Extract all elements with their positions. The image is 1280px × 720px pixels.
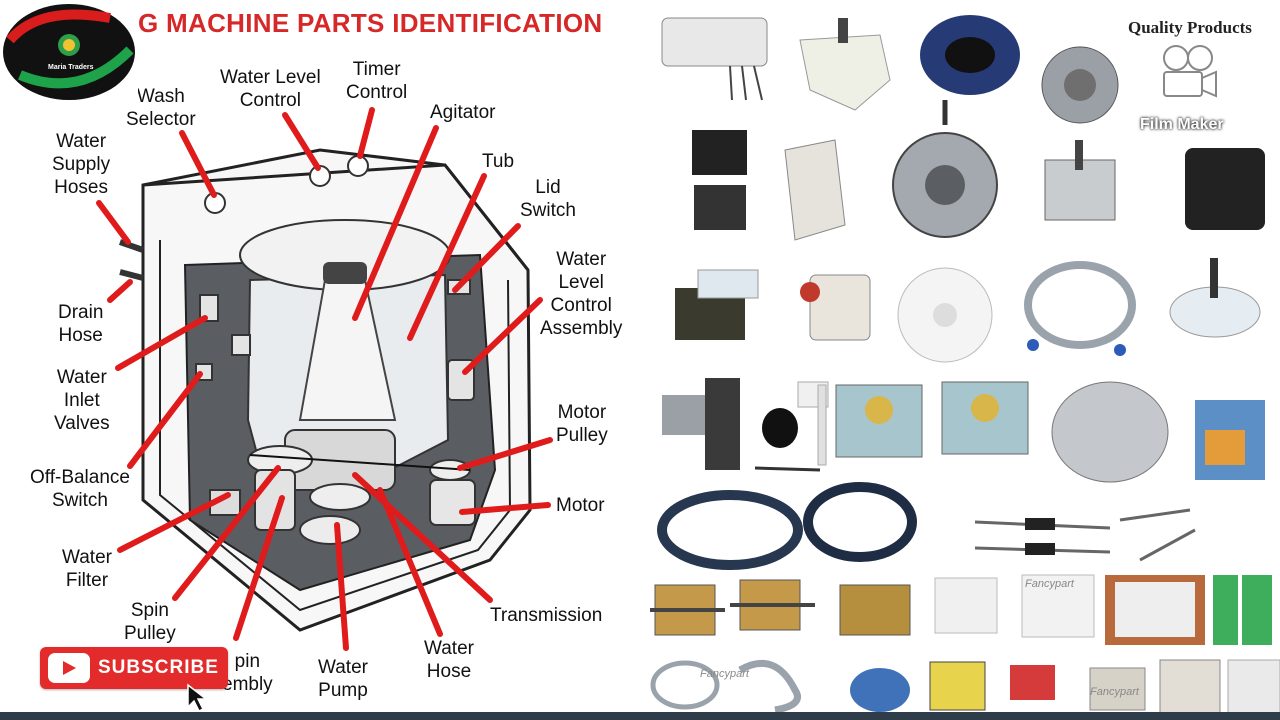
part-timer-yellow xyxy=(929,661,986,711)
part-drain-motor xyxy=(1185,148,1265,230)
part-pressure-sensor xyxy=(850,668,910,712)
washing-machine-illustration xyxy=(96,107,553,651)
part-pulsator-white xyxy=(897,267,993,363)
part-drain-hose-coil xyxy=(1024,261,1136,356)
part-filter-bag-3 xyxy=(1105,575,1205,645)
parts-photo-collage xyxy=(650,15,1280,716)
watermark-fancypart-2: Fancypart xyxy=(700,668,749,680)
part-inlet-valve xyxy=(800,274,871,341)
part-motor-large xyxy=(892,100,998,238)
control-knobs xyxy=(204,155,369,214)
bottom-strip xyxy=(0,712,1280,720)
cursor-icon xyxy=(187,683,209,713)
watermark-fancypart: Fancypart xyxy=(1025,578,1074,590)
part-drain-hose-small xyxy=(738,659,801,714)
part-seal-black xyxy=(754,408,821,472)
part-cable-coil-1 xyxy=(657,490,803,570)
part-gear-unit-2 xyxy=(730,579,815,631)
label-agitator: Agitator xyxy=(430,102,496,123)
part-capacitor xyxy=(1051,381,1169,483)
part-magnetron-2 xyxy=(941,381,1029,455)
label-tub: Tub xyxy=(482,151,515,172)
part-filter-bag-1 xyxy=(934,577,998,634)
part-lid-switch xyxy=(784,139,846,241)
channel-logo: Maria Traders xyxy=(0,0,138,104)
logo-emblem xyxy=(3,4,135,100)
part-thermostat xyxy=(1195,400,1265,480)
part-diodes xyxy=(974,508,1196,562)
part-pulsator-ring xyxy=(920,15,1020,95)
film-maker-watermark: Film Maker xyxy=(1140,116,1224,133)
diagram-title: G MACHINE PARTS IDENTIFICATION xyxy=(138,8,603,38)
agitator-cap xyxy=(323,262,367,284)
part-relay xyxy=(1010,665,1055,700)
part-solenoid xyxy=(1089,667,1146,711)
part-filter-green xyxy=(1213,575,1272,645)
subscribe-label: SUBSCRIBE xyxy=(98,657,219,678)
logo-text: Maria Traders xyxy=(48,64,94,71)
supply-hoses xyxy=(119,239,144,281)
part-photo-edge xyxy=(1227,659,1280,716)
part-magnetron-1 xyxy=(835,384,923,458)
youtube-play-icon xyxy=(48,653,90,683)
parts-photo-panel: Fancypart Fancypart Fancypart xyxy=(650,0,1280,720)
part-filter-bag-2 xyxy=(1021,574,1095,638)
watermark-fancypart-3: Fancypart xyxy=(1090,686,1139,698)
leader-lines xyxy=(96,107,553,651)
part-drain-valve xyxy=(662,378,740,470)
label-transmission: Transmission xyxy=(490,605,603,626)
part-control-board xyxy=(675,269,759,340)
part-motor-small xyxy=(1041,46,1119,124)
part-hose-coil-small xyxy=(650,660,720,710)
part-switch-black xyxy=(692,130,747,230)
part-timer-switch xyxy=(661,17,768,101)
part-gear-unit-1 xyxy=(650,584,725,636)
part-gearbox-clear xyxy=(1169,258,1261,338)
quality-products-text: Quality Products xyxy=(1128,18,1252,37)
subscribe-button[interactable]: SUBSCRIBE xyxy=(40,647,228,689)
camera-icon xyxy=(1163,45,1217,98)
part-valve-small xyxy=(1159,659,1221,716)
label-motor: Motor xyxy=(556,495,605,516)
part-spring-set xyxy=(797,381,829,466)
part-cable-coil-2 xyxy=(803,482,917,562)
part-motor-bracket xyxy=(839,584,911,636)
part-clutch-assembly xyxy=(1044,140,1116,221)
part-gearbox-white xyxy=(799,18,891,111)
